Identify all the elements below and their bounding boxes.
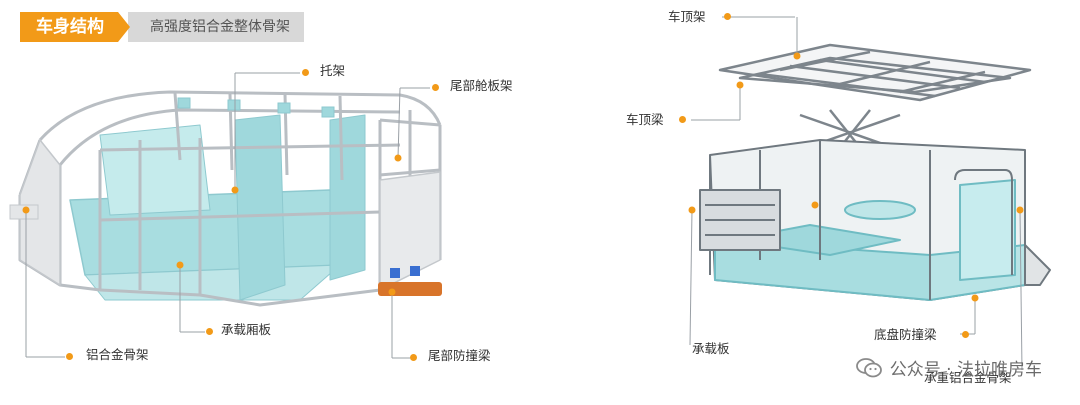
label-roof-rack: 车顶架 [668,9,706,24]
rear-bumper [378,282,442,296]
label-dot [679,116,686,123]
label-load-bearing-frame: 承重铝合金骨架 [924,370,1012,385]
wechat-icon [855,357,882,378]
left-body-frame [18,90,442,307]
section-title: 车身结构 [20,12,130,42]
leader-lines [25,16,1023,371]
label-aluminum-frame: 铝合金骨架 [86,347,149,362]
section-header: 车身结构 高强度铝合金整体骨架 [20,12,304,42]
label-dot [206,328,213,335]
label-dot [410,354,417,361]
label-chassis-bumper-beam: 底盘防撞梁 [874,327,937,342]
watermark: 公众号 · 法拉唯房车 [855,355,1042,380]
label-rear-cabin-frame: 尾部舱板架 [450,78,513,93]
section-subtitle: 高强度铝合金整体骨架 [128,12,304,42]
label-dot [66,353,73,360]
label-tuojia: 托架 [320,63,346,78]
label-load-plate: 承载板 [692,341,730,356]
right-body-box [699,139,1051,301]
label-roof-beam: 车顶梁 [626,112,664,127]
label-dot [724,13,731,20]
label-dot [962,331,969,338]
label-dot [302,69,309,76]
label-dot [432,84,439,91]
label-rear-bumper-beam: 尾部防撞梁 [428,348,491,363]
label-load-wall-panel: 承载厢板 [221,322,272,337]
watermark-text: 公众号 · 法拉唯房车 [889,360,1042,380]
